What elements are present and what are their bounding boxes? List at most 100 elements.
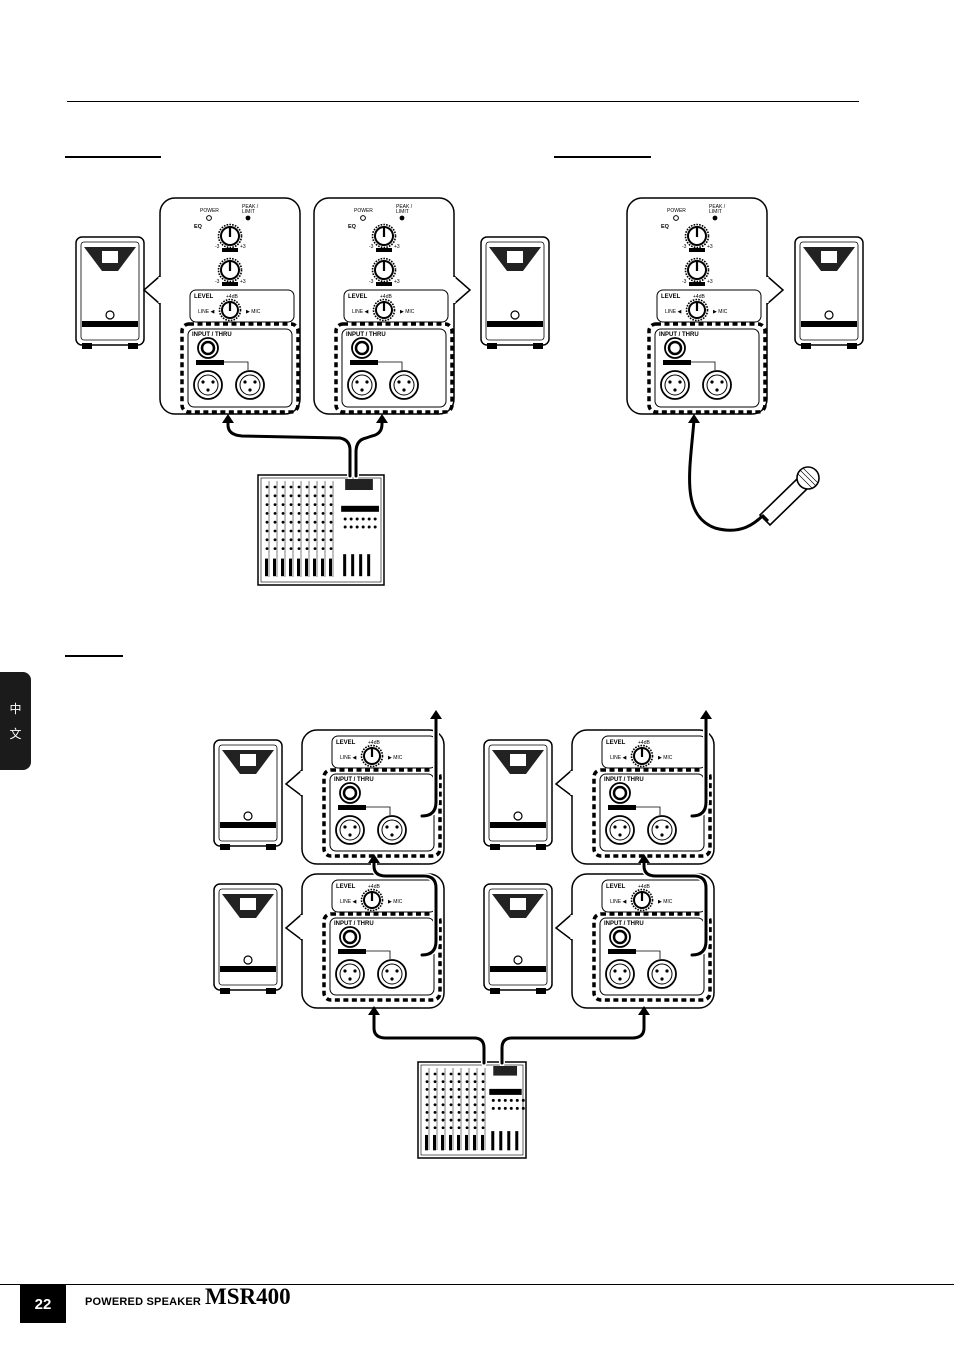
channel-fader	[305, 558, 308, 577]
xlr-inner	[609, 963, 631, 985]
channel-knob	[441, 1111, 445, 1114]
channel-knob	[297, 529, 301, 533]
parallel-tag	[350, 360, 378, 365]
foot	[266, 988, 276, 994]
foot	[801, 343, 811, 349]
xlr-inner	[339, 819, 361, 841]
channel-fader	[329, 558, 332, 577]
eq-max-label: +3	[240, 279, 246, 285]
channel-knob	[473, 1103, 477, 1107]
channel-knob	[305, 547, 309, 550]
eq-max-label: +3	[240, 244, 246, 250]
header-rule	[67, 101, 859, 102]
highlight-dashed-box	[334, 322, 454, 414]
language-tab[interactable]: 中 文	[0, 672, 31, 770]
master-knob	[343, 517, 347, 521]
channel-knob	[449, 1087, 453, 1091]
channel-knob	[449, 1080, 453, 1084]
channel-fader	[281, 558, 284, 577]
xlr-pin	[390, 977, 394, 981]
peak-led-icon	[245, 215, 251, 221]
master-knob	[515, 1098, 519, 1102]
master-knob	[503, 1098, 507, 1102]
callout-tail	[284, 769, 303, 797]
xlr-pin	[206, 388, 210, 392]
channel-knob	[457, 1103, 461, 1107]
master-knob	[343, 525, 347, 529]
mic-label: ▶ MIC	[713, 309, 728, 315]
level-db-label: +4dB	[638, 740, 650, 746]
eq-min-label: -3	[215, 244, 220, 250]
channel-knob	[321, 547, 325, 550]
horn-driver	[240, 754, 256, 766]
mixer-console	[417, 1061, 527, 1159]
xlr-pin	[353, 825, 357, 829]
channel-knob	[441, 1080, 445, 1084]
channel-knob	[273, 538, 277, 542]
cabinet-inner	[218, 888, 278, 986]
parallel-tag	[608, 949, 636, 954]
eq-max-label: +3	[707, 244, 713, 250]
xlr-pin	[348, 833, 352, 837]
channel-knob	[465, 1111, 469, 1114]
channel-knob	[473, 1111, 477, 1114]
channel-knob	[321, 529, 325, 533]
channel-knob	[433, 1095, 437, 1099]
xlr-pin	[243, 380, 247, 384]
cabinet-inner	[218, 744, 278, 842]
level-db-label: +4dB	[368, 740, 380, 746]
channel-knob	[457, 1111, 461, 1114]
channel-fader	[433, 1134, 436, 1151]
channel-fader	[265, 558, 268, 577]
channel-knob	[433, 1118, 437, 1122]
channel-knob	[433, 1126, 437, 1130]
master-knob	[509, 1106, 513, 1110]
xlr-pin	[673, 388, 677, 392]
xlr-pin	[623, 969, 627, 973]
xlr-pin	[720, 380, 724, 384]
phone-jack-inner	[612, 785, 628, 801]
xlr-pin	[385, 825, 389, 829]
eq-min-label: -3	[682, 279, 687, 285]
eq-min-label: -3	[682, 244, 687, 250]
channel-knob	[281, 529, 285, 533]
xlr-pin	[668, 380, 672, 384]
master-fader	[359, 554, 363, 577]
xlr-pin	[201, 380, 205, 384]
channel-knob	[265, 520, 269, 524]
parallel-link	[366, 950, 391, 959]
phone-jack-inner	[342, 785, 358, 801]
arrow-icon	[688, 414, 700, 423]
parallel-tag	[338, 949, 366, 954]
power-led-icon	[673, 215, 679, 221]
xlr-inner	[393, 374, 415, 396]
xlr-inner	[239, 374, 261, 396]
speaker-cabinet	[213, 739, 283, 850]
channel-knob	[273, 547, 277, 550]
eq-band-label	[689, 282, 705, 286]
channel-knob	[321, 538, 325, 542]
channel-knob	[481, 1126, 485, 1130]
channel-knob	[281, 538, 285, 542]
channel-knob	[433, 1080, 437, 1084]
foot	[487, 343, 497, 349]
xlr-pin	[253, 380, 257, 384]
master-knob	[361, 517, 365, 521]
channel-knob	[449, 1103, 453, 1107]
callout-tail	[284, 913, 303, 941]
xlr-inner	[664, 374, 686, 396]
channel-knob	[329, 503, 333, 506]
channel-knob	[289, 503, 293, 506]
master-knob	[355, 525, 359, 529]
parallel-link	[691, 361, 716, 370]
channel-knob	[305, 485, 309, 489]
eq-band-label	[222, 248, 238, 252]
channel-knob	[481, 1087, 485, 1091]
channel-knob	[481, 1118, 485, 1122]
channel-knob	[473, 1072, 477, 1076]
speaker-cabinet	[213, 883, 283, 994]
channel-knob	[441, 1095, 445, 1099]
foot	[847, 343, 857, 349]
